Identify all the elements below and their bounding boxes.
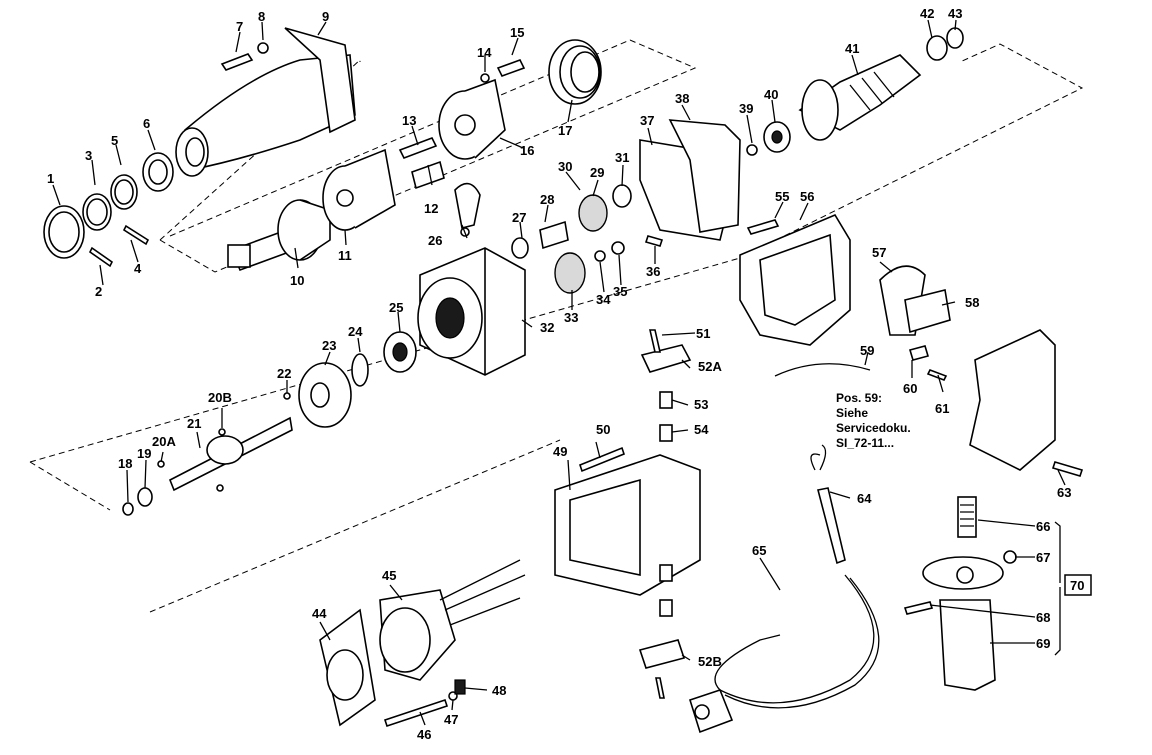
callout-61: 61 — [935, 401, 949, 416]
callout-45: 45 — [382, 568, 396, 583]
callout-19: 19 — [137, 446, 151, 461]
ring-parts — [43, 152, 174, 268]
callout-6: 6 — [143, 116, 150, 131]
callout-47: 47 — [444, 712, 458, 727]
stator-parts — [319, 559, 526, 728]
note-line-3: Servicedoku. — [836, 421, 911, 435]
callout-54: 54 — [694, 422, 709, 437]
callout-46: 46 — [417, 727, 431, 742]
gear-case-parts — [351, 182, 664, 387]
cable-parts — [689, 444, 880, 734]
callout-53: 53 — [694, 397, 708, 412]
callout-69: 69 — [1036, 636, 1050, 651]
callout-33: 33 — [564, 310, 578, 325]
callout-55: 55 — [775, 189, 789, 204]
callout-38: 38 — [675, 91, 689, 106]
callout-labels: 1 2 3 4 5 6 7 8 9 10 11 12 13 14 15 16 1… — [47, 6, 1084, 742]
callout-3: 3 — [85, 148, 92, 163]
callout-51: 51 — [696, 326, 710, 341]
callout-65: 65 — [752, 543, 766, 558]
note-line-4: SI_72-11... — [836, 436, 894, 450]
note-line-1: Pos. 59: — [836, 391, 882, 405]
side-handle-parts — [903, 496, 1017, 691]
callout-27: 27 — [512, 210, 526, 225]
callout-57: 57 — [872, 245, 886, 260]
callout-20A: 20A — [152, 434, 176, 449]
callout-9: 9 — [322, 9, 329, 24]
callout-40: 40 — [764, 87, 778, 102]
callout-24: 24 — [348, 324, 363, 339]
note-line-2: Siehe — [836, 406, 868, 420]
callout-67: 67 — [1036, 550, 1050, 565]
callout-64: 64 — [857, 491, 872, 506]
callout-44: 44 — [312, 606, 327, 621]
callout-22: 22 — [277, 366, 291, 381]
callout-34: 34 — [596, 292, 611, 307]
callout-39: 39 — [739, 101, 753, 116]
motor-parts — [639, 27, 964, 241]
callout-4: 4 — [134, 261, 142, 276]
callout-60: 60 — [903, 381, 917, 396]
callout-50: 50 — [596, 422, 610, 437]
callout-52B: 52B — [698, 654, 722, 669]
callout-17: 17 — [558, 123, 572, 138]
callout-1: 1 — [47, 171, 54, 186]
handle-parts — [739, 213, 1084, 477]
callout-8: 8 — [258, 9, 265, 24]
spindle-parts — [227, 39, 602, 272]
callout-56: 56 — [800, 189, 814, 204]
pos-59-note: Pos. 59: Siehe Servicedoku. SI_72-11... — [836, 391, 911, 450]
callout-29: 29 — [590, 165, 604, 180]
callout-26: 26 — [428, 233, 442, 248]
callout-30: 30 — [558, 159, 572, 174]
motor-housing-parts — [554, 329, 701, 699]
callout-52A: 52A — [698, 359, 722, 374]
callout-41: 41 — [845, 41, 859, 56]
callout-13: 13 — [402, 113, 416, 128]
callout-32: 32 — [540, 320, 554, 335]
callout-43: 43 — [948, 6, 962, 21]
shaft-parts — [122, 362, 352, 516]
callout-35: 35 — [613, 284, 627, 299]
callout-37: 37 — [640, 113, 654, 128]
callout-58: 58 — [965, 295, 979, 310]
callout-70: 70 — [1070, 578, 1084, 593]
callout-42: 42 — [920, 6, 934, 21]
callout-12: 12 — [424, 201, 438, 216]
callout-59: 59 — [860, 343, 874, 358]
callout-48: 48 — [492, 683, 506, 698]
callout-18: 18 — [118, 456, 132, 471]
callout-36: 36 — [646, 264, 660, 279]
callout-16: 16 — [520, 143, 534, 158]
leader-lines — [52, 19, 1066, 726]
callout-49: 49 — [553, 444, 567, 459]
callout-31: 31 — [615, 150, 629, 165]
callout-25: 25 — [389, 300, 403, 315]
callout-14: 14 — [477, 45, 492, 60]
callout-21: 21 — [187, 416, 201, 431]
callout-10: 10 — [290, 273, 304, 288]
callout-7: 7 — [236, 19, 243, 34]
gear-housing-part — [175, 27, 356, 177]
callout-23: 23 — [322, 338, 336, 353]
callout-15: 15 — [510, 25, 524, 40]
callout-11: 11 — [338, 248, 352, 263]
callout-68: 68 — [1036, 610, 1050, 625]
callout-28: 28 — [540, 192, 554, 207]
callout-2: 2 — [95, 284, 102, 299]
callout-70-box — [1064, 574, 1092, 596]
callout-5: 5 — [111, 133, 118, 148]
callout-63: 63 — [1057, 485, 1071, 500]
callout-66: 66 — [1036, 519, 1050, 534]
callout-20B: 20B — [208, 390, 232, 405]
